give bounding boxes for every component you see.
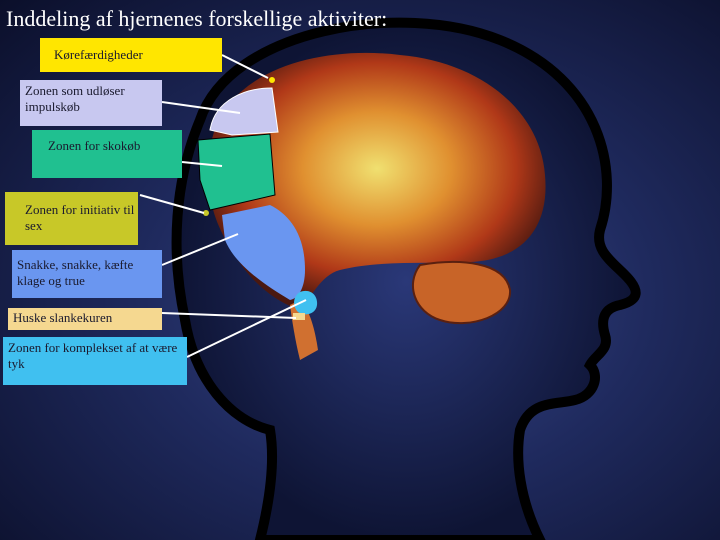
label-sex: Zonen for initiativ til sex [5, 192, 138, 245]
label-snakke: Snakke, snakke, kæfte klage og true [12, 250, 162, 298]
label-impulskob: Zonen som udløser impulskøb [20, 80, 162, 126]
zone-tyk [294, 291, 317, 315]
cerebellum [413, 262, 510, 323]
label-tyk: Zonen for komplekset af at være tyk [3, 337, 187, 385]
zone-korefaerdighed [269, 77, 275, 83]
label-skokob: Zonen for skokøb [32, 130, 182, 178]
slide-title: Inddeling af hjernenes forskellige aktiv… [6, 6, 387, 32]
label-korefaerdighed: Kørefærdigheder [40, 38, 222, 72]
label-slankekur: Huske slankekuren [8, 308, 162, 330]
